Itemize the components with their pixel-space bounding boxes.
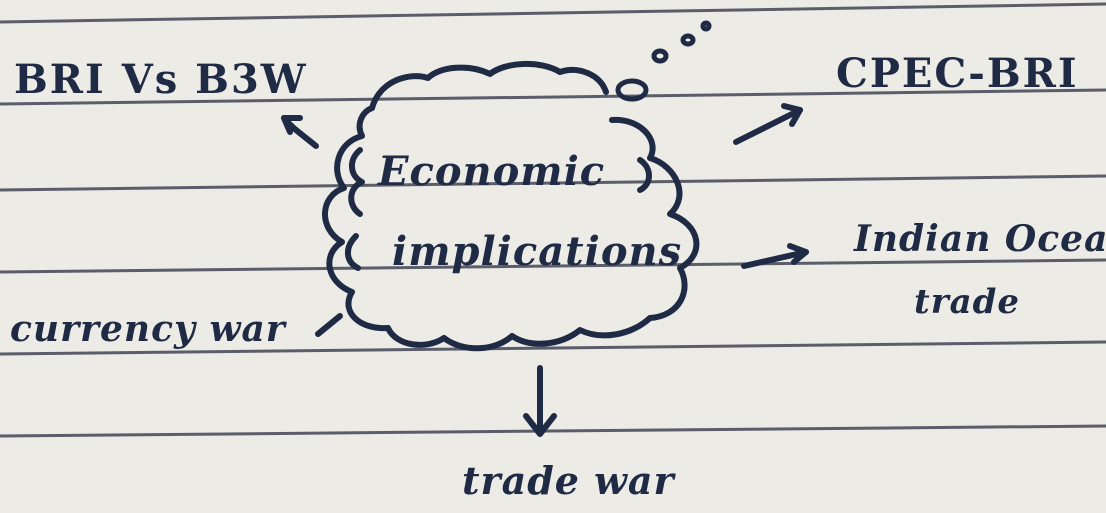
rule-line (0, 340, 1106, 356)
thought-circles (615, 20, 712, 102)
node-indian-ocean-line1: Indian Ocean (854, 218, 1106, 260)
rule-line (0, 88, 1106, 106)
rule-line (0, 2, 1106, 24)
node-indian-ocean-line2: trade (914, 282, 1021, 322)
arrow-left (315, 313, 343, 337)
node-currency-war: currency war (10, 308, 286, 350)
cloud-bubble (322, 60, 700, 352)
rule-line (0, 424, 1106, 438)
central-concept-line2: implications (392, 228, 683, 275)
node-cpec-bri: CPEC-BRI (836, 50, 1079, 97)
rule-line (0, 258, 1106, 274)
arrow-top-right (733, 107, 803, 145)
arrow-right (741, 249, 809, 269)
rule-line (0, 174, 1106, 192)
arrows (281, 103, 809, 437)
node-bri-vs-b3w: BRI Vs B3W (14, 56, 308, 103)
node-trade-war: trade war (462, 458, 675, 503)
ruled-lines (0, 2, 1106, 438)
central-concept-line1: Economic (378, 148, 606, 195)
